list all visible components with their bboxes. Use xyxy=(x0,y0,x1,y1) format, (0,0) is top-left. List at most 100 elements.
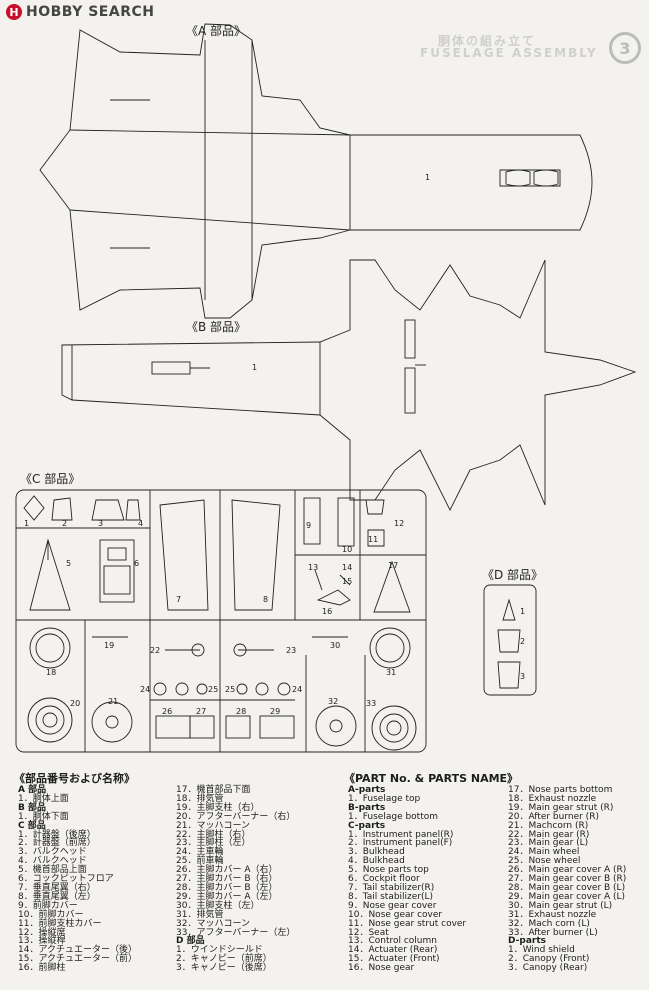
d2-label: 2 xyxy=(520,637,525,646)
c22-label: 22 xyxy=(150,646,160,655)
list-item: 27．Main gear cover B (R) xyxy=(508,874,627,885)
c19-label: 19 xyxy=(104,641,114,650)
list-item: 1．Fuselage bottom xyxy=(348,811,439,822)
list-item: 17．Nose parts bottom xyxy=(508,785,613,795)
list-item: 12．Seat xyxy=(348,927,389,938)
list-group-header: D-parts xyxy=(508,936,546,947)
list-item: 22．主脚柱（右） xyxy=(176,829,251,840)
b-part-fuselage-bottom xyxy=(61,259,637,512)
list-item: 22．Main gear (R) xyxy=(508,829,590,840)
list-group-header: D 部品 xyxy=(176,936,205,947)
list-item: 9．Nose gear cover xyxy=(348,900,437,911)
a1-label: 1 xyxy=(425,173,430,182)
hobby-search-logo: H HOBBY SEARCH xyxy=(6,4,154,20)
list-item: 1．Wind shield xyxy=(508,945,575,956)
list-item: 16．Nose gear xyxy=(348,963,415,974)
list-group-header: A-parts xyxy=(348,785,386,795)
list-item: 32．Mach corn (L) xyxy=(508,918,590,929)
jp-list-title: 《部品番号および名称》 xyxy=(14,772,135,785)
d1-label: 1 xyxy=(520,607,525,616)
c26-label: 26 xyxy=(162,707,172,716)
list-item: 17．機首部品下面 xyxy=(176,785,251,795)
list-item: 19．主脚支柱（右） xyxy=(176,802,260,813)
c20-label: 20 xyxy=(70,699,80,708)
c10-label: 10 xyxy=(342,545,352,554)
list-item: 4．Bulkhead xyxy=(348,856,405,867)
list-item: 8．Tail stabilizer(L) xyxy=(348,891,434,902)
list-item: 21．マッハコーン xyxy=(176,820,251,831)
c-parts-header: 《C 部品》 xyxy=(20,472,81,486)
list-item: 7．垂直尾翼（右） xyxy=(18,882,96,893)
a-part-fuselage-top xyxy=(39,23,593,319)
list-item: 1．胴体下面 xyxy=(18,811,69,822)
ghost-step-title-en: FUSELAGE ASSEMBLY xyxy=(420,46,598,60)
list-group-header: C 部品 xyxy=(18,820,46,831)
list-item: 20．After burner (R) xyxy=(508,811,599,822)
list-item: 8．垂直尾翼（左） xyxy=(18,891,96,902)
c12-label: 12 xyxy=(394,519,404,528)
list-group-header: B-parts xyxy=(348,802,386,813)
c-parts-sprue xyxy=(15,489,427,753)
list-item: 28．Main gear cover B (L) xyxy=(508,882,626,893)
d-parts-header: 《D 部品》 xyxy=(482,568,544,582)
list-item: 16．前脚柱 xyxy=(18,963,66,974)
b1-label: 1 xyxy=(252,363,257,372)
list-item: 31．Exhaust nozzle xyxy=(508,909,597,920)
list-item: 6．Cockpit floor xyxy=(348,874,420,885)
list-item: 12．操縦席 xyxy=(18,927,66,938)
c32-label: 32 xyxy=(328,697,338,706)
list-item: 27．主脚カバー B（右） xyxy=(176,874,278,885)
list-item: 2．Instrument panel(F) xyxy=(348,838,453,849)
list-item: 25．Nose wheel xyxy=(508,856,581,867)
c27-label: 27 xyxy=(196,707,206,716)
c28-label: 28 xyxy=(236,707,246,716)
list-item: 33．アフターバーナー（左） xyxy=(176,927,296,938)
c14-label: 14 xyxy=(342,563,352,572)
ghost-step-title-jp: 胴体の組み立て xyxy=(438,34,537,48)
list-item: 9．前脚カバー xyxy=(18,900,78,911)
list-item: 3．キャノピー（後席） xyxy=(176,963,272,974)
list-item: 11．Nose gear strut cover xyxy=(348,918,467,929)
a-parts-header: 《A 部品》 xyxy=(186,24,247,38)
list-item: 26．Main gear cover A (R) xyxy=(508,865,627,876)
c18-label: 18 xyxy=(46,668,56,677)
list-item: 21．Machcorn (R) xyxy=(508,820,589,831)
c29-label: 29 xyxy=(270,707,280,716)
ghost-step-number: 3 xyxy=(609,32,641,64)
list-item: 3．Canopy (Rear) xyxy=(508,963,588,974)
list-item: 29．Main gear cover A (L) xyxy=(508,891,626,902)
part-number-labels: 1 1 1 2 3 4 5 6 7 8 9 10 11 12 13 14 15 … xyxy=(24,173,525,716)
c30-label: 30 xyxy=(330,641,340,650)
c25b-label: 25 xyxy=(225,685,235,694)
list-item: 2．Canopy (Front) xyxy=(508,954,590,965)
list-item: 20．アフターバーナー（右） xyxy=(176,811,296,822)
c1-label: 1 xyxy=(24,519,29,528)
c24b-label: 24 xyxy=(292,685,302,694)
list-item: 15．アクチュエーター（前） xyxy=(18,954,138,965)
list-item: 14．Actuater (Rear) xyxy=(348,945,438,956)
c15-label: 15 xyxy=(342,577,352,586)
list-item: 25．前車輪 xyxy=(176,856,224,867)
list-item: 23．主脚柱（左） xyxy=(176,838,251,849)
list-item: 18．Exhaust nozzle xyxy=(508,793,597,804)
list-item: 1．計器盤（後席） xyxy=(18,829,96,840)
list-item: 26．主脚カバー A（右） xyxy=(176,865,278,876)
en-list-title: 《PART No. & PARTS NAME》 xyxy=(344,772,519,785)
list-item: 5．機首部品上面 xyxy=(18,865,87,876)
list-item: 23．Main gear (L) xyxy=(508,838,589,849)
list-item: 2．計器盤（前席） xyxy=(18,838,96,849)
c7-label: 7 xyxy=(176,595,181,604)
list-item: 1．ウインドシールド xyxy=(176,945,263,956)
list-item: 31．排気管 xyxy=(176,909,224,920)
list-item: 28．主脚カバー B（左） xyxy=(176,882,278,893)
list-item: 32．マッハコーン xyxy=(176,918,251,929)
list-item: 3．バルクヘッド xyxy=(18,847,87,858)
list-group-header: B 部品 xyxy=(18,802,46,813)
c24-label: 24 xyxy=(140,685,150,694)
list-item: 10．前脚カバー xyxy=(18,909,84,920)
list-item: 15．Actuater (Front) xyxy=(348,954,440,965)
list-item: 1．Fuselage top xyxy=(348,793,421,804)
